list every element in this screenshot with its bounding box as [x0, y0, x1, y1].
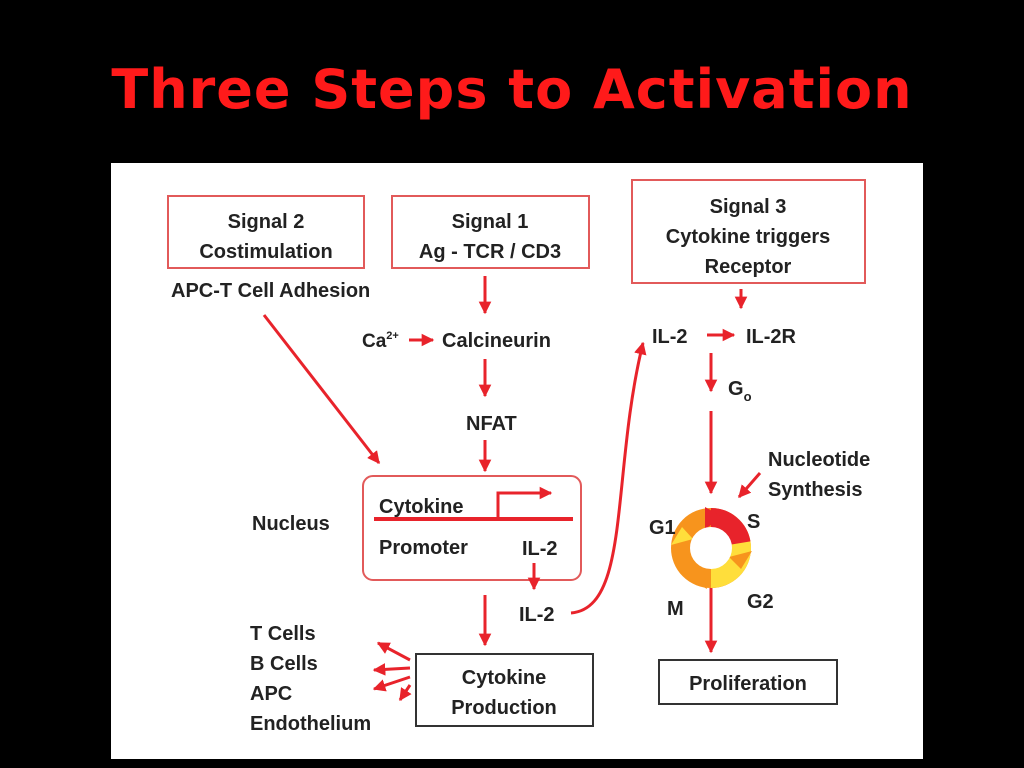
cytokine-gene-label: Cytokine — [379, 496, 463, 518]
proliferation-box — [658, 659, 838, 705]
nucleus-label: Nucleus — [252, 513, 330, 535]
nucleotide-line1: Nucleotide — [768, 449, 870, 471]
signal1-subtitle: Ag - TCR / CD3 — [419, 241, 561, 263]
g0-label: Go — [728, 378, 752, 404]
nucleus-box — [362, 475, 582, 581]
il2r-label: IL-2R — [746, 326, 797, 348]
cell-cycle-wheel — [671, 507, 752, 589]
cycle-g2-label: G2 — [747, 591, 774, 613]
activation-diagram: Signal 2 Costimulation Signal 1 Ag - TCR… — [111, 163, 923, 759]
signal2-box: Signal 2 Costimulation — [167, 195, 365, 269]
target-endothelium: Endothelium — [250, 713, 371, 735]
target-arrow-4 — [398, 684, 412, 702]
target-t-cells: T Cells — [250, 623, 316, 645]
signal1-title: Signal 1 — [452, 211, 529, 233]
target-arrow-2 — [372, 663, 411, 676]
cytokine-production-box — [415, 653, 594, 727]
promoter-label: Promoter — [379, 537, 468, 559]
signal3-box: Signal 3 Cytokine triggers Receptor — [631, 179, 866, 284]
nfat-label: NFAT — [466, 413, 517, 435]
cycle-g1-label: G1 — [649, 517, 676, 539]
signal3-title: Signal 3 — [710, 196, 787, 218]
proliferation-label: Proliferation — [689, 673, 807, 695]
il2-ligand-label: IL-2 — [652, 326, 688, 348]
target-b-cells: B Cells — [250, 653, 318, 675]
il2-gene-label: IL-2 — [522, 538, 558, 560]
adhesion-arrow — [262, 314, 381, 464]
target-arrow-3 — [372, 675, 411, 692]
signal3-line2: Cytokine triggers — [666, 226, 830, 248]
signal3-line3: Receptor — [705, 256, 792, 278]
cycle-s-label: S — [747, 511, 760, 533]
calcineurin-label: Calcineurin — [442, 330, 551, 352]
target-arrow-1 — [376, 641, 411, 662]
slide-title: Three Steps to Activation — [111, 58, 913, 121]
signal1-box: Signal 1 Ag - TCR / CD3 — [391, 195, 590, 269]
cytokine-production-line1: Cytokine — [462, 667, 546, 689]
cycle-m-label: M — [667, 598, 684, 620]
il2-secreted-label: IL-2 — [519, 604, 555, 626]
signal2-subtitle: Costimulation — [199, 241, 332, 263]
apc-adhesion-label: APC-T Cell Adhesion — [171, 280, 370, 302]
cytokine-production-line2: Production — [451, 697, 557, 719]
signal2-title: Signal 2 — [228, 211, 305, 233]
nucleotide-line2: Synthesis — [768, 479, 862, 501]
target-apc: APC — [250, 683, 292, 705]
calcium-label: Ca2+ — [362, 330, 399, 352]
nucleotide-arrow — [737, 472, 762, 498]
il2-loop-arrow — [570, 341, 647, 615]
transcription-arrow — [496, 486, 553, 519]
